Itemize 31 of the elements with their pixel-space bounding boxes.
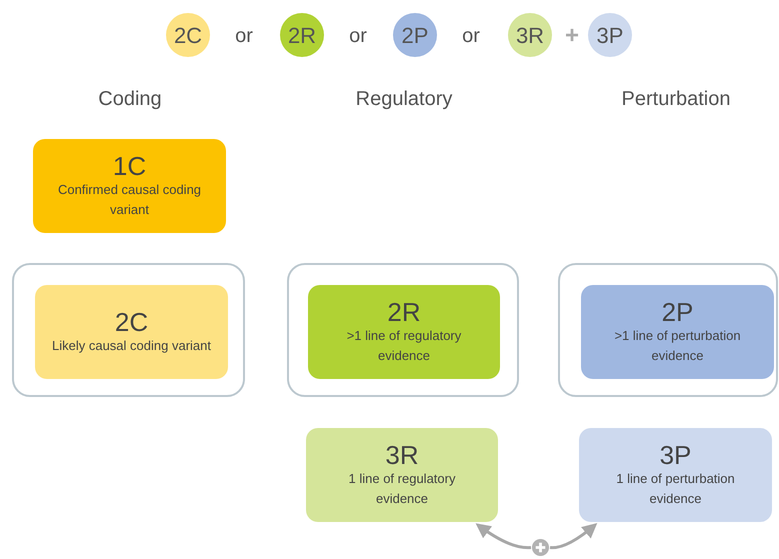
plus-circle <box>531 538 550 557</box>
evidence-card <box>579 428 772 522</box>
group-frame <box>558 263 778 397</box>
level-code: 3P <box>660 441 692 469</box>
level-description: >1 line of perturbation evidence <box>613 327 742 365</box>
column-heading: Coding <box>97 87 163 112</box>
level-code: 1C <box>112 152 146 180</box>
level-description: >1 line of regulatory evidence <box>346 327 462 365</box>
evidence-card <box>581 285 774 379</box>
group-frame <box>12 263 245 397</box>
curved-arrow <box>550 523 598 550</box>
evidence-card <box>33 139 226 233</box>
level-description: 1 line of perturbation evidence <box>615 470 736 508</box>
evidence-card <box>308 285 500 379</box>
level-code: 2C <box>114 308 148 336</box>
level-code: 3R <box>385 441 419 469</box>
column-heading: Regulatory <box>354 87 454 112</box>
evidence-card <box>306 428 498 522</box>
level-description: Confirmed causal coding variant <box>56 181 202 219</box>
level-description: 1 line of regulatory evidence <box>348 470 456 508</box>
evidence-card <box>35 285 228 379</box>
level-code: 2R <box>387 298 421 326</box>
level-code: 2P <box>662 298 694 326</box>
column-heading: Perturbation <box>620 87 732 112</box>
connector-word: + <box>564 21 580 51</box>
connector-word: or <box>234 24 254 49</box>
level-description: Likely causal coding variant <box>52 337 212 355</box>
connector-word: or <box>461 24 481 49</box>
connector-word: or <box>348 24 368 49</box>
curved-arrow <box>476 523 532 550</box>
group-frame <box>287 263 519 397</box>
